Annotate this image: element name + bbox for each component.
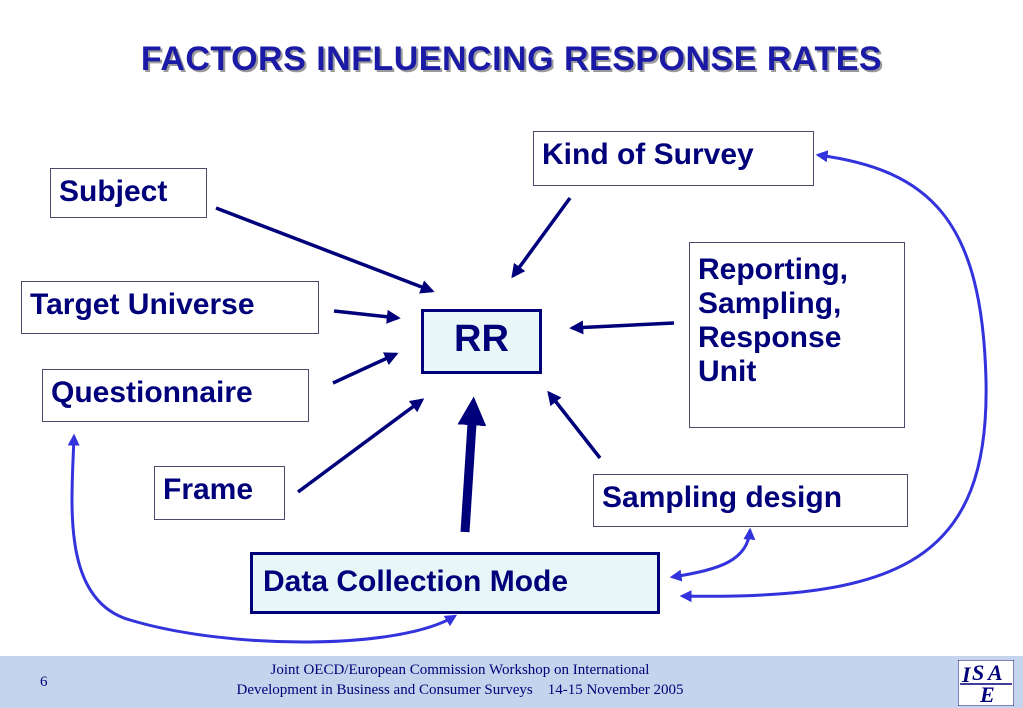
node-subject: Subject <box>50 168 207 218</box>
curve-dcm-sampling-design <box>669 527 756 582</box>
curve-dcm-kind-of-survey <box>679 150 988 603</box>
node-frame: Frame <box>154 466 285 520</box>
node-sampling-design: Sampling design <box>593 474 908 527</box>
arrows-layer <box>67 150 988 644</box>
curve-dcm-questionnaire <box>67 433 458 644</box>
arrow-questionnaire-to-rr <box>332 352 399 385</box>
footer-caption: Joint OECD/European Commission Workshop … <box>150 660 770 700</box>
footer-bar: 6 Joint OECD/European Commission Worksho… <box>0 656 1023 708</box>
footer-line-1: Joint OECD/European Commission Workshop … <box>270 662 650 678</box>
footer-line-2: Development in Business and Consumer Sur… <box>236 682 684 698</box>
node-kind-of-survey: Kind of Survey <box>533 131 814 186</box>
arrow-target-universe-to-rr <box>333 309 401 324</box>
arrow-sampling-design-to-rr <box>547 390 602 460</box>
page-title: FACTORS INFLUENCING RESPONSE RATES <box>140 40 883 78</box>
svg-text:E: E <box>979 682 995 706</box>
isae-logo: I S A E <box>958 660 1014 706</box>
arrow-data-collection-mode-to-rr <box>457 396 487 533</box>
node-data-collection-mode: Data Collection Mode <box>250 552 660 614</box>
svg-text:S: S <box>972 660 984 685</box>
svg-text:A: A <box>986 660 1003 685</box>
svg-text:I: I <box>961 662 972 687</box>
arrow-reporting-unit-to-rr <box>569 320 675 335</box>
page-number: 6 <box>40 674 48 690</box>
arrow-subject-to-rr <box>215 206 435 294</box>
node-reporting-sampling-response-unit: Reporting, Sampling, Response Unit <box>689 242 905 428</box>
node-questionnaire: Questionnaire <box>42 369 309 422</box>
arrow-kind-of-survey-to-rr <box>511 196 572 279</box>
node-target-universe: Target Universe <box>21 281 319 334</box>
arrow-frame-to-rr <box>296 398 425 494</box>
node-rr: RR <box>421 309 542 374</box>
